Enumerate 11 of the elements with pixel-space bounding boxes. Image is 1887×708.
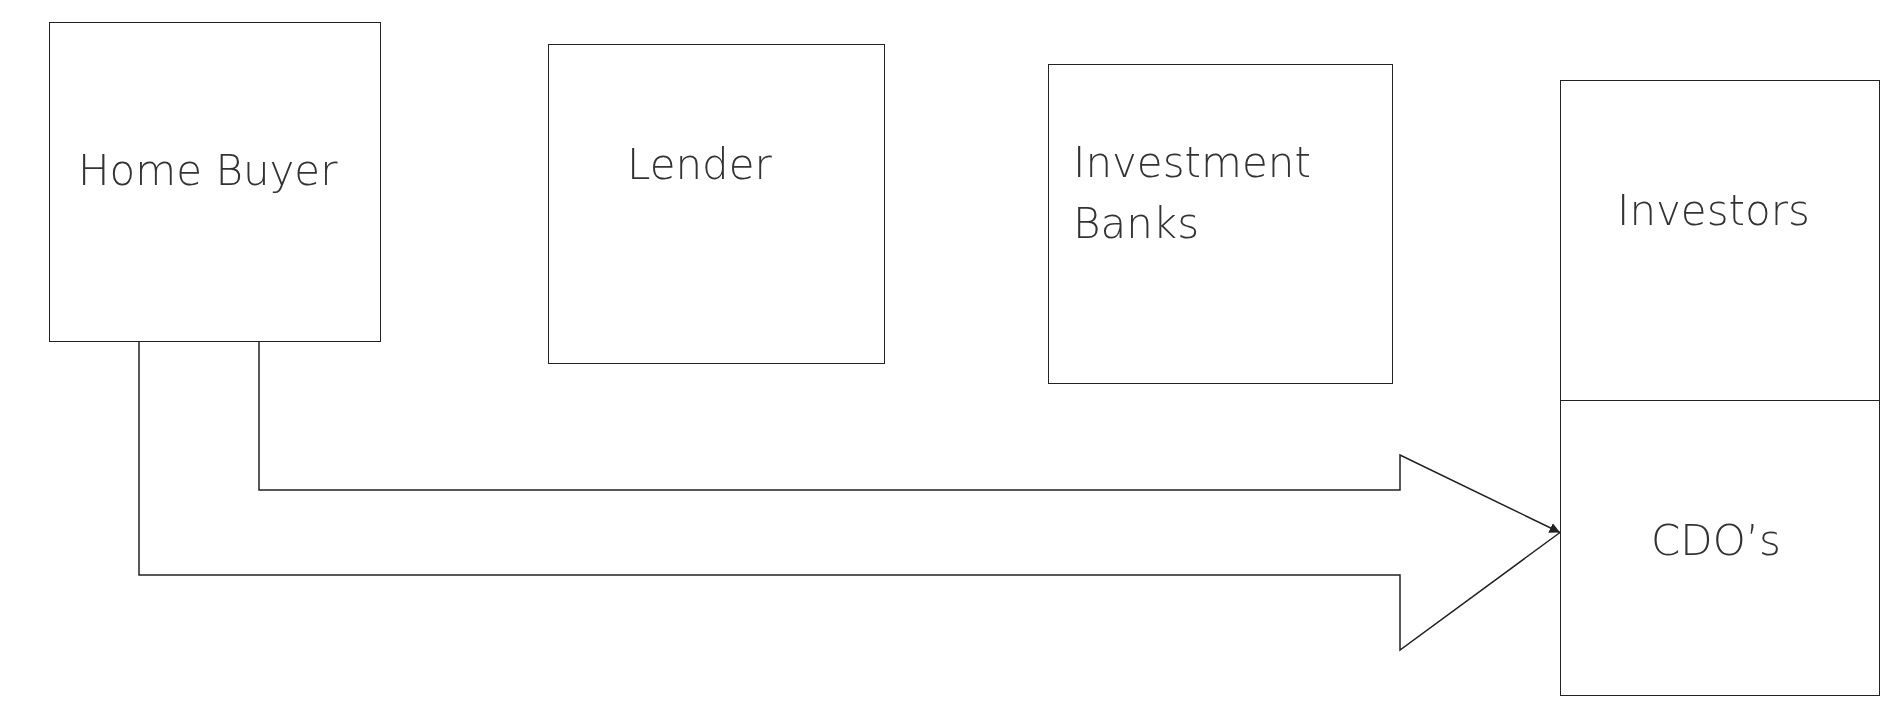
entity-box [548, 44, 885, 364]
box-label: Investment Banks [1073, 137, 1312, 250]
box-label: Home Buyer [78, 145, 339, 197]
block-arrow [138, 341, 1561, 652]
entity-box [49, 22, 381, 342]
box-label: CDO’s [1651, 515, 1782, 567]
entity-box [1560, 400, 1880, 696]
entity-box [1560, 80, 1880, 402]
box-label: Investors [1617, 185, 1811, 237]
box-label: Lender [627, 139, 773, 191]
entity-box [1048, 64, 1393, 384]
